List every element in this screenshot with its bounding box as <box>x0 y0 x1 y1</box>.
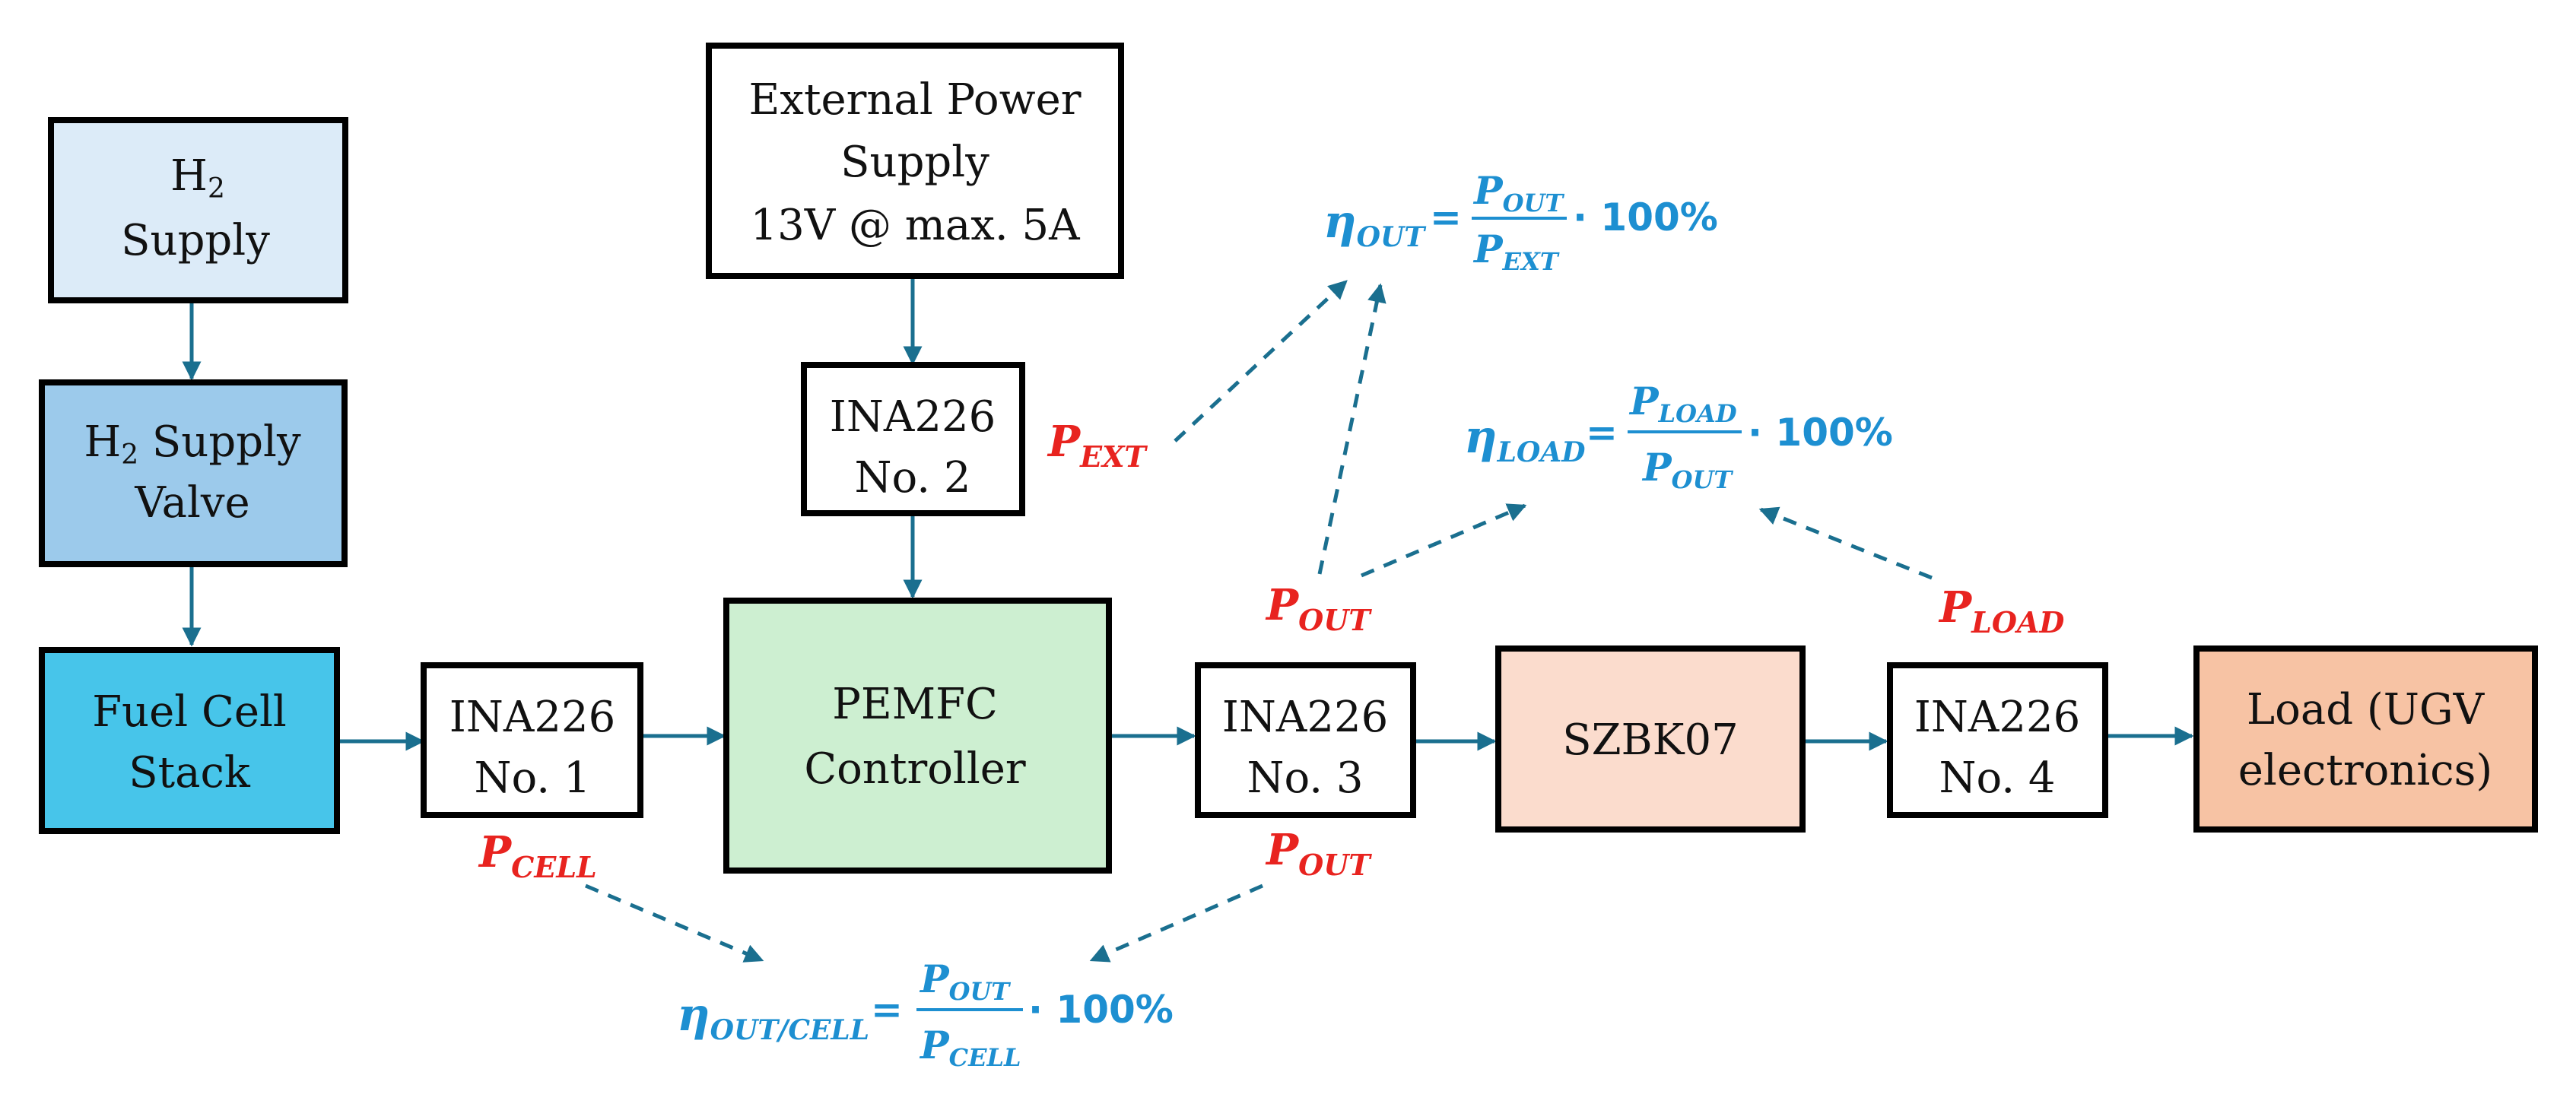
h2-valve-label-rest: Supply <box>138 417 301 467</box>
ina1-label-line2: No. 1 <box>475 753 591 803</box>
measurement-arrows <box>585 280 1933 963</box>
power-label-p-cell: PCELL <box>478 827 597 884</box>
eta-outcell-equals: = <box>871 987 903 1032</box>
dash-pload-to-eta-load <box>1758 506 1933 580</box>
h2-valve-label-main: H <box>84 417 121 467</box>
load-box <box>2193 645 2538 833</box>
controller-label-line2: Controller <box>804 744 1026 794</box>
power-label-p-load: PLOAD <box>1938 582 2064 639</box>
equation-eta-load: ηLOAD = PLOAD POUT · 100% <box>1464 379 1893 494</box>
eta-outcell-lhs: ηOUT/CELL <box>677 988 869 1046</box>
block-ina226-no2: INA226 No. 2 <box>801 362 1025 516</box>
h2-supply-label-sub: 2 <box>208 173 225 205</box>
ina4-box <box>1887 662 2108 818</box>
ina3-label-line1: INA226 <box>1222 693 1388 742</box>
ina2-box <box>801 362 1025 516</box>
ina3-label-line2: No. 3 <box>1247 753 1364 803</box>
ina1-box <box>421 662 643 818</box>
ina4-label-line2: No. 4 <box>1939 753 2056 803</box>
dash-pout-to-eta-outcell <box>1089 883 1263 963</box>
eta-load-equals: = <box>1586 410 1618 455</box>
svg-text:H2 Supply: H2 Supply <box>84 417 301 471</box>
szbk-label: SZBK07 <box>1562 715 1739 765</box>
svg-text:H2: H2 <box>170 151 225 205</box>
ina4-label-line1: INA226 <box>1914 693 2080 742</box>
eta-load-factor: · 100% <box>1748 411 1893 455</box>
eta-load-lhs: ηLOAD <box>1464 411 1585 468</box>
fuel-cell-box <box>39 647 340 834</box>
eta-out-numerator: POUT <box>1472 168 1564 217</box>
ina1-label-line1: INA226 <box>449 693 615 742</box>
block-external-power-supply: External Power Supply 13V @ max. 5A <box>706 43 1124 279</box>
ina3-box <box>1195 662 1416 818</box>
ext-power-box <box>706 43 1124 279</box>
block-ina226-no3: INA226 No. 3 <box>1195 662 1416 818</box>
h2-supply-box <box>48 117 348 303</box>
dash-pout-to-eta-load <box>1361 503 1527 578</box>
power-label-p-ext: PEXT <box>1047 417 1148 474</box>
power-label-p-out-bottom: POUT <box>1265 825 1372 882</box>
fuel-cell-label-line1: Fuel Cell <box>92 687 287 737</box>
fuel-cell-label-line2: Stack <box>129 748 251 798</box>
h2-supply-label-line2: Supply <box>121 216 270 265</box>
ina2-label-line2: No. 2 <box>855 453 971 503</box>
ina2-label-line1: INA226 <box>830 392 996 442</box>
h2-valve-box <box>39 379 348 567</box>
eta-load-denominator: POUT <box>1641 445 1733 494</box>
h2-valve-label-sub: 2 <box>121 439 138 471</box>
block-ina226-no1: INA226 No. 1 <box>421 662 643 818</box>
block-pemfc-controller: PEMFC Controller <box>723 598 1112 874</box>
eta-outcell-denominator: PCELL <box>919 1023 1021 1072</box>
block-load: Load (UGV electronics) <box>2193 645 2538 833</box>
szbk-box <box>1495 645 1806 833</box>
block-h2-supply-valve: H2 Supply Valve <box>39 379 348 567</box>
ext-power-label-line1: External Power <box>748 75 1081 125</box>
eta-out-denominator: PEXT <box>1472 227 1560 276</box>
load-label-line2: electronics) <box>2238 746 2492 795</box>
eta-out-factor: · 100% <box>1573 195 1718 239</box>
eta-load-numerator: PLOAD <box>1628 379 1737 428</box>
equation-eta-out-cell: ηOUT/CELL = POUT PCELL · 100% <box>677 956 1174 1072</box>
controller-label-line1: PEMFC <box>832 680 998 729</box>
dash-pout-to-eta-out <box>1317 283 1386 575</box>
flow-arrows <box>182 278 2194 751</box>
ext-power-label-line2: Supply <box>840 138 989 187</box>
block-szbk07: SZBK07 <box>1495 645 1806 833</box>
dash-pcell-to-eta-outcell <box>585 883 764 963</box>
power-label-p-out-top: POUT <box>1265 580 1372 637</box>
eta-out-equals: = <box>1430 195 1462 239</box>
dash-pext-to-eta-out <box>1174 280 1348 442</box>
block-h2-supply: H2 Supply <box>48 117 348 303</box>
load-label-line1: Load (UGV <box>2247 685 2485 734</box>
ext-power-label-line3: 13V @ max. 5A <box>750 201 1080 250</box>
h2-valve-label-line2: Valve <box>134 478 249 528</box>
eta-outcell-numerator: POUT <box>919 956 1011 1006</box>
block-fuel-cell-stack: Fuel Cell Stack <box>39 647 340 834</box>
h2-supply-label-main: H <box>170 151 208 201</box>
equation-eta-out: ηOUT = POUT PEXT · 100% <box>1323 168 1718 276</box>
eta-outcell-factor: · 100% <box>1028 988 1174 1032</box>
block-ina226-no4: INA226 No. 4 <box>1887 662 2108 818</box>
eta-out-lhs: ηOUT <box>1323 195 1426 253</box>
controller-box <box>723 598 1112 874</box>
